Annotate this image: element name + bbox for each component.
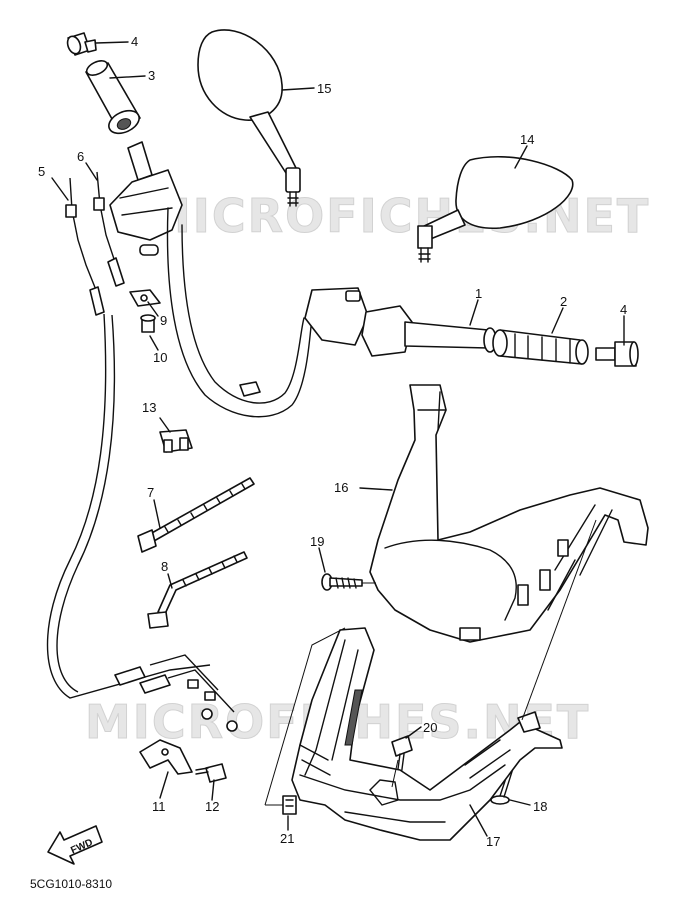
label-5: 5 [38, 164, 45, 179]
handlebar-right-end [404, 321, 497, 353]
label-18: 18 [533, 799, 547, 814]
label-4-top: 4 [131, 34, 138, 49]
label-8: 8 [161, 559, 168, 574]
throttle-cable-5 [65, 177, 105, 316]
throttle-housing [109, 141, 183, 256]
label-19: 19 [310, 534, 324, 549]
label-4-right: 4 [620, 302, 627, 317]
label-3: 3 [148, 68, 155, 83]
label-21: 21 [280, 831, 294, 846]
label-1: 1 [475, 286, 482, 301]
drawing-code: 5CG1010-8310 [30, 877, 112, 891]
label-14: 14 [520, 132, 534, 147]
cable-lower-ends [114, 654, 238, 732]
mirror-left-15 [197, 29, 301, 207]
clip-21 [282, 795, 297, 815]
leader-21 [264, 627, 346, 806]
clamp-9 [129, 289, 161, 307]
label-9: 9 [160, 313, 167, 328]
long-cable-a [46, 313, 211, 699]
handlebar-mount [239, 381, 261, 397]
throttle-cable-6 [93, 171, 125, 287]
throttle-grip [85, 60, 141, 135]
label-17: 17 [486, 834, 500, 849]
grip-right [492, 329, 589, 365]
clip-13 [159, 429, 193, 453]
switch-housing-right [304, 287, 413, 357]
grip-end-left [66, 32, 97, 56]
cable-tie-7 [137, 477, 255, 553]
mirror-right-14 [417, 156, 574, 263]
upper-panel-16 [369, 384, 649, 643]
label-13: 13 [142, 400, 156, 415]
screw-19 [321, 573, 363, 591]
grip-end-right [595, 341, 639, 367]
callouts [51, 41, 625, 837]
handlebar [166, 207, 313, 418]
label-15: 15 [317, 81, 331, 96]
bracket-11 [139, 739, 193, 775]
cable-tie-8 [147, 551, 248, 629]
label-10: 10 [153, 350, 167, 365]
screw-10 [140, 314, 156, 333]
label-6: 6 [77, 149, 84, 164]
bolt-12 [195, 763, 227, 783]
leader-16-17 [521, 519, 597, 721]
label-11: 11 [152, 799, 166, 814]
leader-20 [391, 759, 399, 788]
watermark-top: MICROFICHES.NET [145, 189, 650, 243]
fwd-arrow-icon: FWD [47, 825, 103, 865]
label-20: 20 [423, 720, 437, 735]
long-cable-b [56, 314, 116, 693]
label-2: 2 [560, 294, 567, 309]
label-16: 16 [334, 480, 348, 495]
lower-panel-17 [291, 627, 563, 841]
label-12: 12 [205, 799, 219, 814]
label-7: 7 [147, 485, 154, 500]
